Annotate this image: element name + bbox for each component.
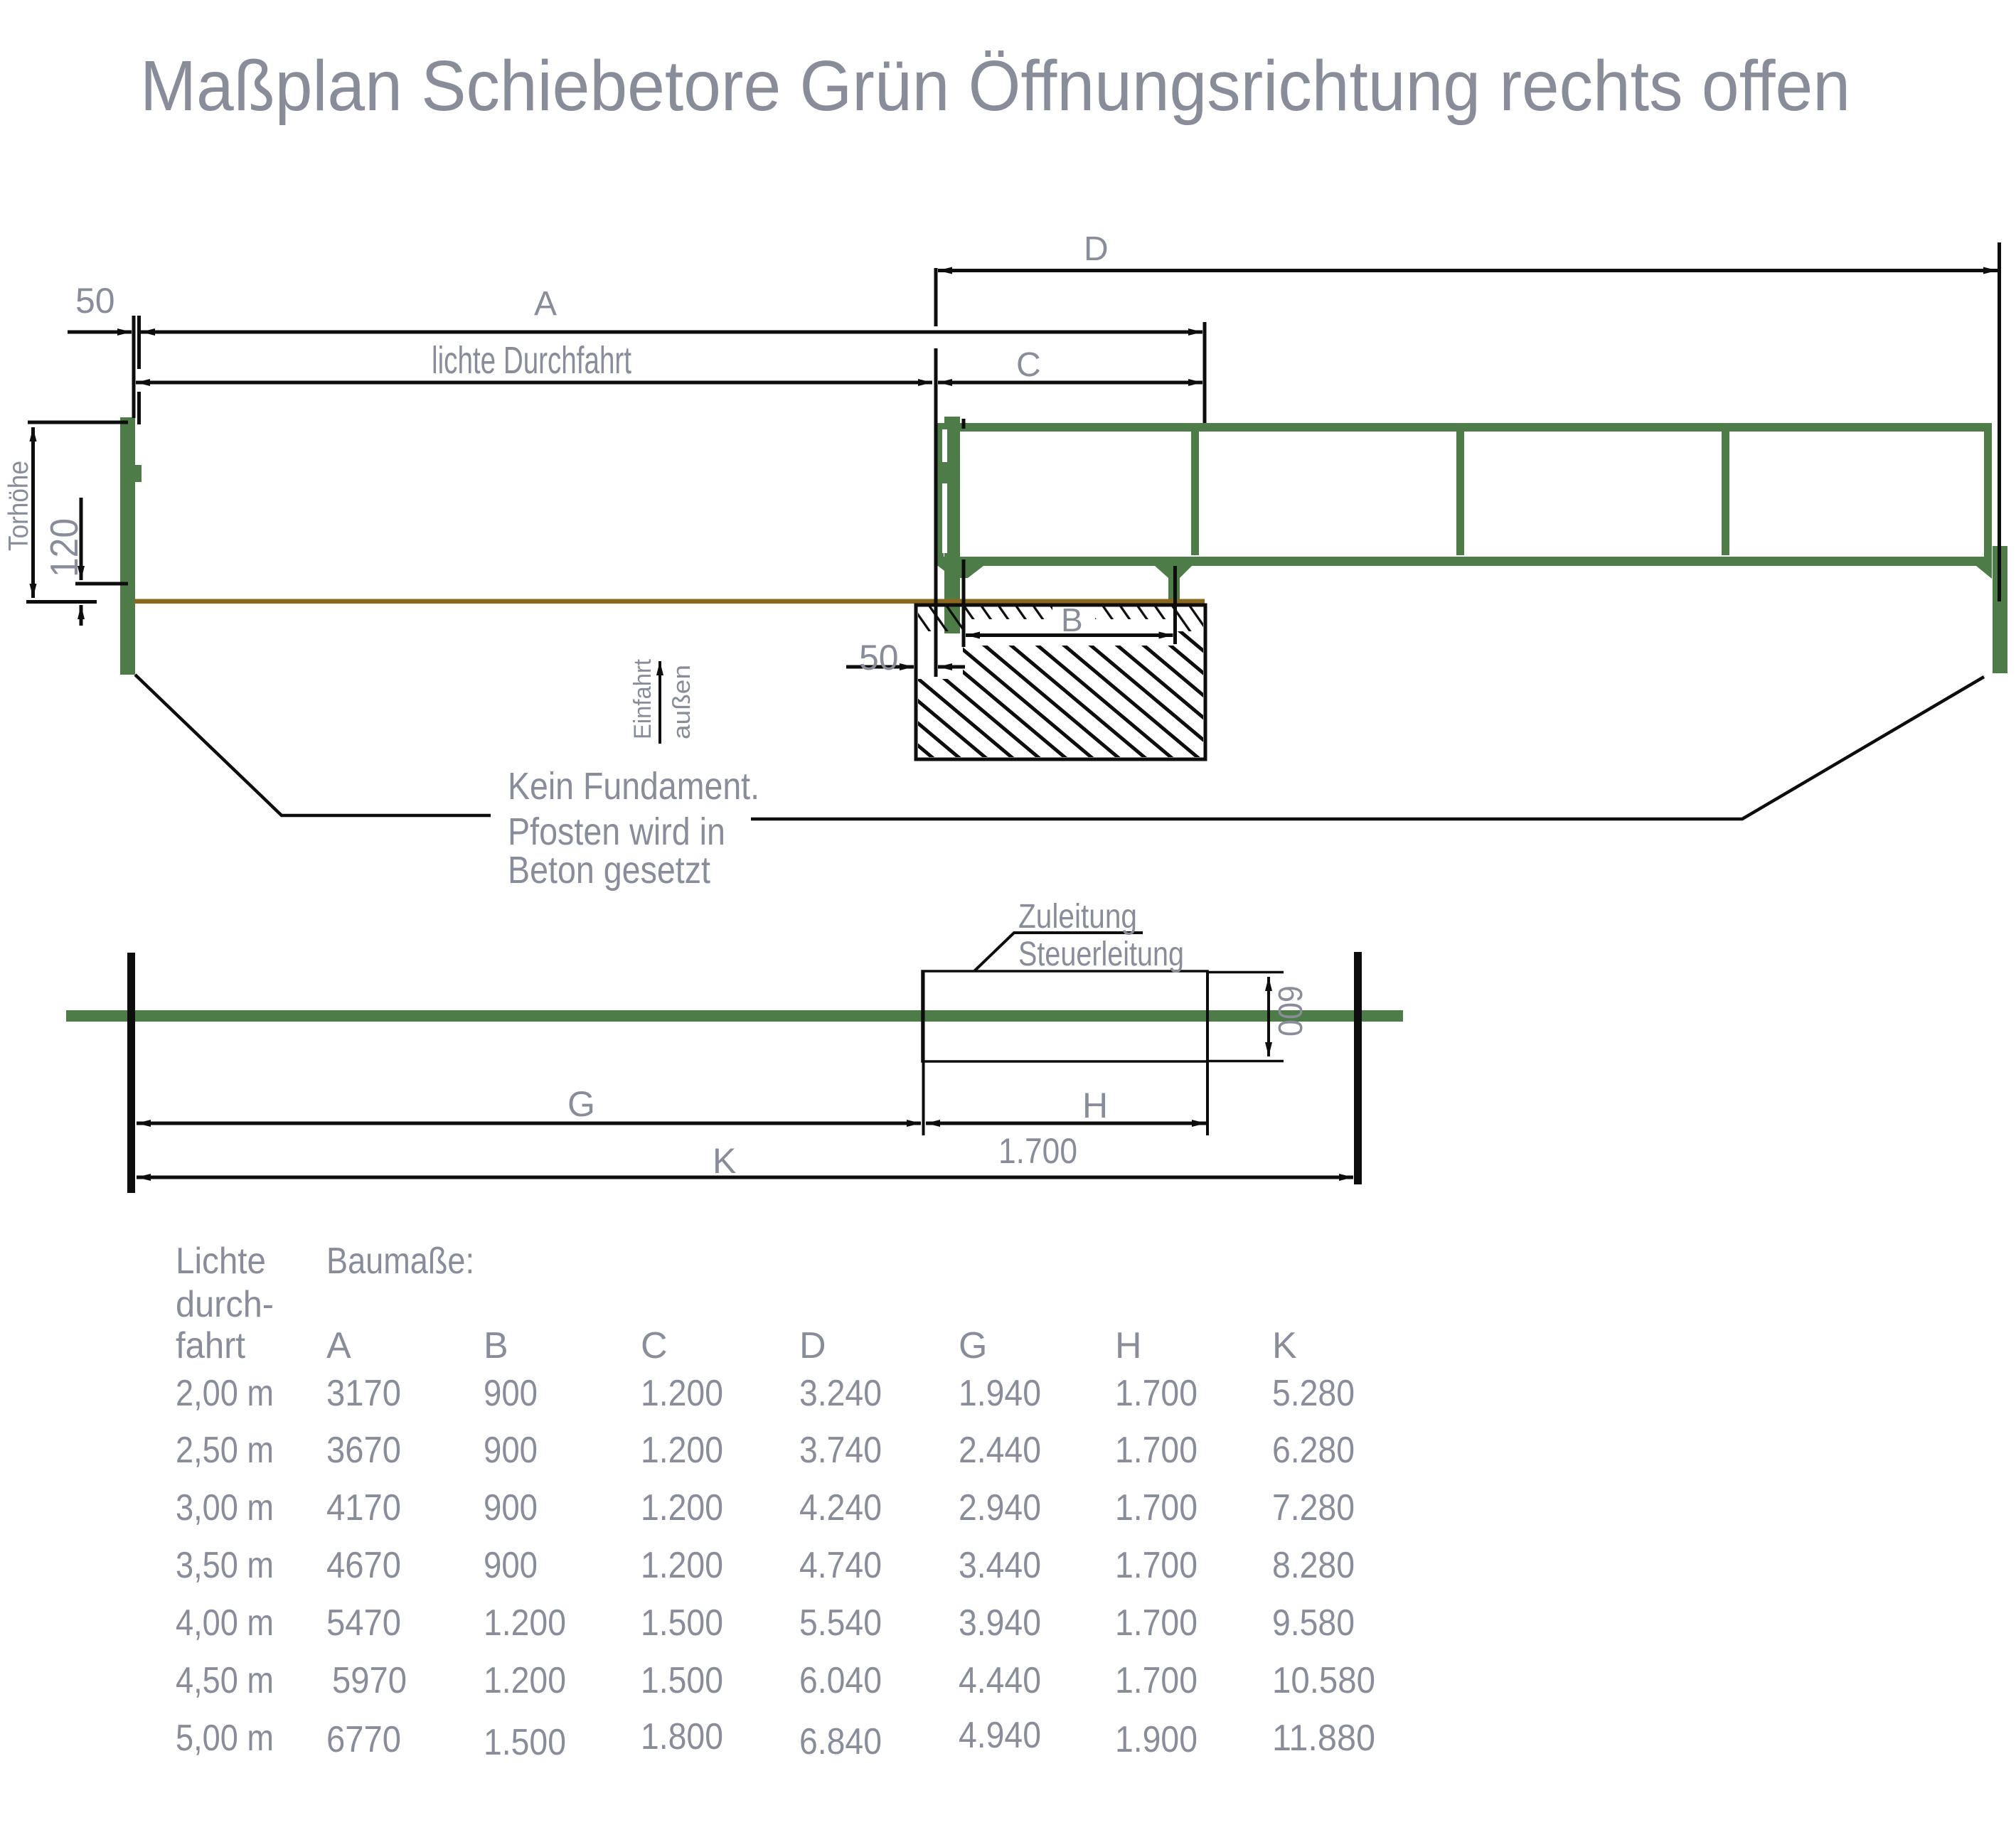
svg-text:A: A [326, 1325, 351, 1366]
svg-text:Kein Fundament.: Kein Fundament. [508, 765, 759, 808]
svg-text:4.240: 4.240 [799, 1487, 882, 1529]
svg-text:1.500: 1.500 [641, 1602, 723, 1644]
svg-text:1.900: 1.900 [1115, 1719, 1198, 1760]
svg-text:durch-: durch- [176, 1284, 274, 1325]
svg-text:10.580: 10.580 [1272, 1660, 1375, 1701]
svg-text:3170: 3170 [326, 1373, 401, 1414]
svg-text:C: C [641, 1325, 668, 1366]
svg-text:4,50 m: 4,50 m [176, 1660, 274, 1701]
svg-text:2.440: 2.440 [959, 1430, 1041, 1471]
svg-text:1.200: 1.200 [484, 1660, 566, 1701]
svg-text:1.700: 1.700 [1115, 1545, 1198, 1586]
svg-text:K: K [713, 1141, 736, 1181]
svg-text:Lichte: Lichte [176, 1241, 266, 1282]
svg-text:5.280: 5.280 [1272, 1373, 1355, 1414]
svg-text:Beton gesetzt: Beton gesetzt [508, 849, 710, 892]
svg-text:3.940: 3.940 [959, 1602, 1041, 1644]
svg-text:5.540: 5.540 [799, 1602, 882, 1644]
svg-text:Steuerleitung: Steuerleitung [1018, 936, 1184, 973]
svg-text:B: B [484, 1325, 508, 1366]
svg-text:5970: 5970 [332, 1660, 407, 1701]
svg-text:900: 900 [484, 1430, 538, 1471]
svg-text:Torhöhe: Torhöhe [4, 461, 34, 551]
svg-text:H: H [1082, 1086, 1108, 1125]
svg-text:1.700: 1.700 [998, 1131, 1077, 1171]
svg-text:Pfosten wird in: Pfosten wird in [508, 810, 725, 853]
svg-text:Baumaße:: Baumaße: [326, 1241, 474, 1282]
svg-text:D: D [799, 1325, 826, 1366]
svg-text:1.200: 1.200 [641, 1487, 723, 1529]
svg-text:1.800: 1.800 [641, 1716, 723, 1757]
svg-text:4.940: 4.940 [959, 1715, 1041, 1756]
svg-text:4670: 4670 [326, 1545, 401, 1586]
svg-text:5470: 5470 [326, 1602, 401, 1644]
svg-text:3.440: 3.440 [959, 1545, 1041, 1586]
svg-text:4,00 m: 4,00 m [176, 1602, 274, 1644]
svg-text:1.700: 1.700 [1115, 1660, 1198, 1701]
svg-text:4.440: 4.440 [959, 1660, 1041, 1701]
svg-text:3.240: 3.240 [799, 1373, 882, 1414]
svg-text:2.940: 2.940 [959, 1487, 1041, 1529]
svg-text:1.700: 1.700 [1115, 1602, 1198, 1644]
svg-text:1.700: 1.700 [1115, 1487, 1198, 1529]
svg-text:Maßplan Schiebetore Grün Öffnu: Maßplan Schiebetore Grün Öffnungsrichtun… [140, 46, 1850, 126]
svg-text:6.280: 6.280 [1272, 1430, 1355, 1471]
svg-text:fahrt: fahrt [176, 1325, 246, 1366]
svg-text:1.500: 1.500 [484, 1722, 566, 1763]
svg-text:9.580: 9.580 [1272, 1602, 1355, 1644]
svg-text:120: 120 [42, 518, 86, 577]
svg-text:A: A [534, 285, 557, 323]
svg-text:D: D [1084, 230, 1109, 268]
svg-text:4.740: 4.740 [799, 1545, 882, 1586]
svg-text:1.200: 1.200 [641, 1430, 723, 1471]
svg-text:6.840: 6.840 [799, 1721, 882, 1762]
svg-text:4170: 4170 [326, 1487, 401, 1529]
svg-text:6770: 6770 [326, 1719, 401, 1760]
svg-text:3,00 m: 3,00 m [176, 1487, 274, 1529]
svg-text:B: B [1061, 601, 1083, 638]
svg-text:1.500: 1.500 [641, 1660, 723, 1701]
svg-text:1.700: 1.700 [1115, 1373, 1198, 1414]
svg-text:3.740: 3.740 [799, 1430, 882, 1471]
svg-text:900: 900 [484, 1487, 538, 1529]
svg-text:7.280: 7.280 [1272, 1487, 1355, 1529]
svg-text:1.200: 1.200 [641, 1373, 723, 1414]
svg-text:50: 50 [75, 281, 115, 321]
svg-text:Zuleitung: Zuleitung [1018, 898, 1137, 936]
svg-text:50: 50 [859, 638, 899, 678]
svg-text:G: G [959, 1325, 987, 1366]
svg-text:lichte Durchfahrt: lichte Durchfahrt [432, 339, 631, 382]
svg-text:1.200: 1.200 [641, 1545, 723, 1586]
svg-text:G: G [567, 1084, 595, 1124]
svg-text:2,50 m: 2,50 m [176, 1430, 274, 1471]
svg-text:11.880: 11.880 [1272, 1718, 1375, 1759]
svg-text:6.040: 6.040 [799, 1660, 882, 1701]
svg-text:3,50 m: 3,50 m [176, 1545, 274, 1586]
svg-text:1.940: 1.940 [959, 1373, 1041, 1414]
svg-text:C: C [1016, 346, 1041, 384]
svg-text:900: 900 [484, 1545, 538, 1586]
svg-text:H: H [1115, 1325, 1142, 1366]
svg-text:8.280: 8.280 [1272, 1545, 1355, 1586]
svg-text:600: 600 [1271, 985, 1308, 1037]
svg-text:K: K [1272, 1325, 1297, 1366]
svg-text:3670: 3670 [326, 1430, 401, 1471]
svg-text:1.700: 1.700 [1115, 1430, 1198, 1471]
svg-text:900: 900 [484, 1373, 538, 1414]
svg-text:außen: außen [668, 665, 695, 739]
svg-text:5,00 m: 5,00 m [176, 1718, 274, 1759]
svg-text:1.200: 1.200 [484, 1602, 566, 1644]
svg-text:Einfahrt: Einfahrt [629, 658, 656, 739]
svg-text:2,00 m: 2,00 m [176, 1373, 274, 1414]
